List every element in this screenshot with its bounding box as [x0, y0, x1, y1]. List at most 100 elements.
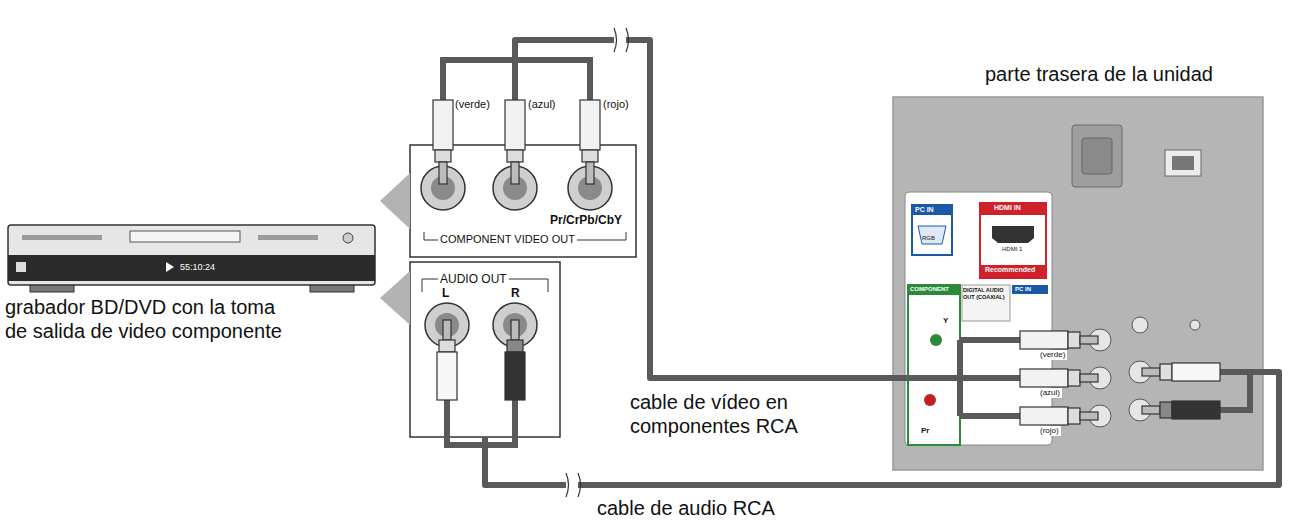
node-text: COMPONENT [910, 286, 949, 293]
part-label: (azul) [1038, 388, 1062, 398]
component-in-terminal: COMPONENT Y Pr [907, 284, 1112, 444]
rca-plug [582, 150, 598, 162]
rca-plug [1142, 406, 1160, 414]
rca-plug [1080, 374, 1098, 382]
node-text: HDMI 1 [1002, 246, 1022, 253]
dvd-recorder-body [258, 235, 318, 240]
audio-wires [447, 400, 515, 445]
text-slot: L [442, 286, 449, 300]
component-out-panel [410, 145, 636, 257]
rca-plug [1172, 363, 1220, 381]
tv-rear-panel [893, 97, 1263, 470]
node-text: HDMI IN [994, 204, 1021, 212]
text-slot: PC IN [915, 206, 934, 214]
rca-plug [433, 100, 1220, 425]
text-slot: AUDIO OUT [438, 272, 509, 286]
text-slot: Pr/CrPb/CbY [550, 213, 622, 227]
text-slot: RGB [922, 235, 935, 242]
rca-cable [515, 40, 907, 378]
tv-rear-panel [980, 265, 1046, 278]
rca-plug [433, 100, 453, 150]
rca-plug [1080, 412, 1098, 420]
node-text: Recommended [985, 266, 1035, 274]
part-label: (azul) [528, 98, 556, 111]
cable-break [566, 473, 581, 497]
rca-plug [586, 162, 594, 184]
tv-rear-panel [980, 203, 1046, 278]
node-text: Pr/CrPb/CbY [550, 213, 622, 227]
tv-rear-panel [962, 285, 1010, 321]
node-text: Pr [921, 426, 929, 436]
rca-cable [485, 372, 1279, 485]
rca-plug [1068, 332, 1080, 348]
component-out-panel [410, 145, 636, 257]
tv-rear-panel [918, 226, 946, 244]
text-slot: HDMI 1 [1002, 246, 1022, 253]
text-slot: Pr [921, 426, 929, 436]
node-text: PC IN [915, 206, 934, 214]
component-video-out-panel: Pr/CrPb/CbY COMPONENT VIDEO OUT [410, 145, 636, 257]
dvd-recorder-body [166, 262, 174, 272]
node-text: Y [943, 316, 948, 326]
tv-rear-panel [908, 285, 960, 295]
cable-break [566, 28, 629, 497]
rca-plug [1172, 401, 1220, 419]
dvd-recorder-body [343, 233, 353, 243]
audio-out-panel: AUDIO OUTL R [410, 262, 560, 437]
dvd-recorder: grabador BD/DVD con la toma de salida de… [4, 215, 380, 355]
tv-rear-panel [992, 226, 1034, 243]
tv-rear-panel [930, 334, 942, 346]
tv-rear-panel [1012, 285, 1048, 294]
rca-plug [1160, 402, 1172, 418]
tv-rear-panel [893, 97, 1263, 470]
audio-wires [1220, 372, 1263, 410]
rca-plug [1142, 368, 1160, 376]
text-slot: HDMI IN [994, 204, 1021, 212]
pc-in-terminal: PC IN RGB [912, 205, 952, 255]
hdmi-in-terminal: HDMI IN HDMI 1 Recommended [980, 203, 1046, 278]
dvd-recorder-body [16, 262, 26, 272]
cable-break [614, 28, 629, 52]
text-slot: COMPONENT [910, 286, 949, 293]
text-slot: R [511, 286, 520, 300]
cable-label: cable de audio RCA [597, 496, 775, 520]
tv-rear-panel [1172, 156, 1194, 170]
dvd-recorder-body [130, 231, 240, 242]
node-text: COMPONENT VIDEO OUT [438, 233, 577, 246]
node-text: parte trasera de la unidad [985, 62, 1213, 86]
dvd-recorder-body [8, 255, 375, 281]
audio-wires [447, 372, 1263, 445]
dvd-recorder-body [8, 225, 375, 285]
cable-label: cable de vídeo en componentes RCA [630, 390, 865, 438]
rca-plug [507, 340, 523, 352]
rca-plug [437, 352, 457, 400]
part-label: (rojo) [603, 98, 629, 111]
tv-rear-panel [1165, 150, 1201, 176]
text-slot: Recommended [985, 266, 1035, 274]
pointer-wedge [380, 271, 410, 325]
node-text: R [511, 286, 520, 300]
tv-rear-panel: parte trasera de la unidad PC IN RGB HDMI I… [893, 62, 1263, 470]
node-text: L [442, 286, 449, 300]
tv-rear-panel [1132, 317, 1148, 333]
tv-rear-panel [1072, 125, 1122, 187]
node-text: RGB [922, 235, 935, 242]
rca-plug [1020, 407, 1068, 425]
rca-plug [1068, 370, 1080, 386]
rca-plug [435, 150, 451, 162]
video-wires [443, 60, 590, 100]
rca-plug [507, 150, 523, 162]
rca-plug [511, 320, 519, 340]
rca-plug [1020, 369, 1068, 387]
rca-plug [443, 320, 451, 340]
tv-rear-panel [908, 285, 960, 445]
tv-rear-panel [912, 205, 952, 215]
rca-plug [505, 100, 525, 150]
pointer-wedge [380, 173, 410, 229]
rca-plug [439, 162, 447, 184]
dvd-recorder-body [22, 235, 102, 240]
dvd-recorder-body [8, 225, 375, 292]
tv-rear-panel [980, 203, 1046, 215]
rca-plug [1160, 364, 1172, 380]
audio-out-panel [410, 262, 560, 437]
